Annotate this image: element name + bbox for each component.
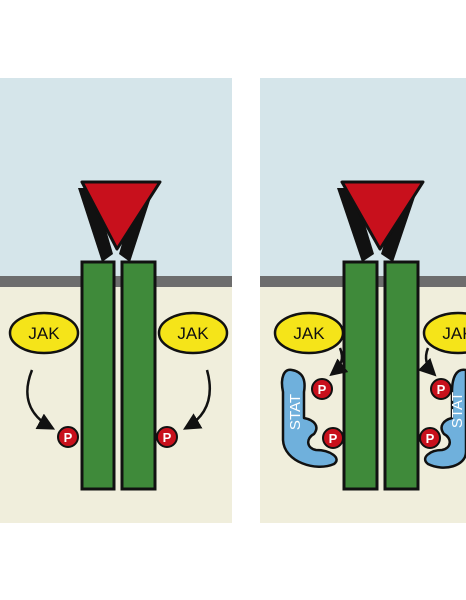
phosphorylation-arrow-left-2: [182, 369, 211, 430]
jak-right-2: [422, 311, 466, 355]
phosphate-label: P: [329, 431, 338, 446]
receptor-stalk-left-a: [78, 188, 113, 262]
phosphate-label: P: [437, 382, 446, 397]
receptor-chain-right-b: [383, 260, 420, 491]
jak-right-1: [273, 311, 345, 355]
phosphate-left-2: [156, 426, 178, 448]
phosphate-label: P: [163, 430, 172, 445]
receptor-stalk-right-a: [337, 188, 374, 262]
ligand-left: [80, 180, 162, 251]
phosphorylation-arrow-right-1: [329, 347, 349, 377]
phosphorylation-arrow-right-2: [417, 347, 437, 377]
jak-label: JAK: [177, 324, 209, 343]
phosphate-right-3: [430, 378, 452, 400]
stat-label: STAT: [449, 392, 466, 428]
phosphate-right-1: [311, 378, 333, 400]
jak-label: JAK: [28, 324, 60, 343]
stat-label: STAT: [287, 394, 304, 430]
jak-left-2: [157, 311, 229, 355]
stat-right-2: [423, 368, 466, 469]
phosphorylation-arrow-left-1: [26, 369, 56, 430]
receptor-chain-left-a: [80, 260, 116, 491]
phosphate-label: P: [426, 431, 435, 446]
jak-left-1: [8, 311, 80, 355]
jak-label: JAK: [293, 324, 325, 343]
phosphate-right-2: [322, 427, 344, 449]
jak-label: JAK: [442, 324, 466, 343]
panel-left: JAK JAK P P: [0, 78, 232, 523]
stat-right-1: [280, 368, 338, 468]
phosphate-label: P: [318, 382, 327, 397]
receptor-chain-left-b: [120, 260, 157, 491]
phosphate-left-1: [57, 426, 79, 448]
phosphate-label: P: [64, 430, 73, 445]
phosphate-right-4: [419, 427, 441, 449]
membrane-left: [0, 276, 232, 287]
ligand-right: [340, 180, 425, 251]
receptor-chain-right-a: [342, 260, 379, 491]
panel-right: STAT STAT JAK JAK P P P P: [260, 78, 466, 523]
